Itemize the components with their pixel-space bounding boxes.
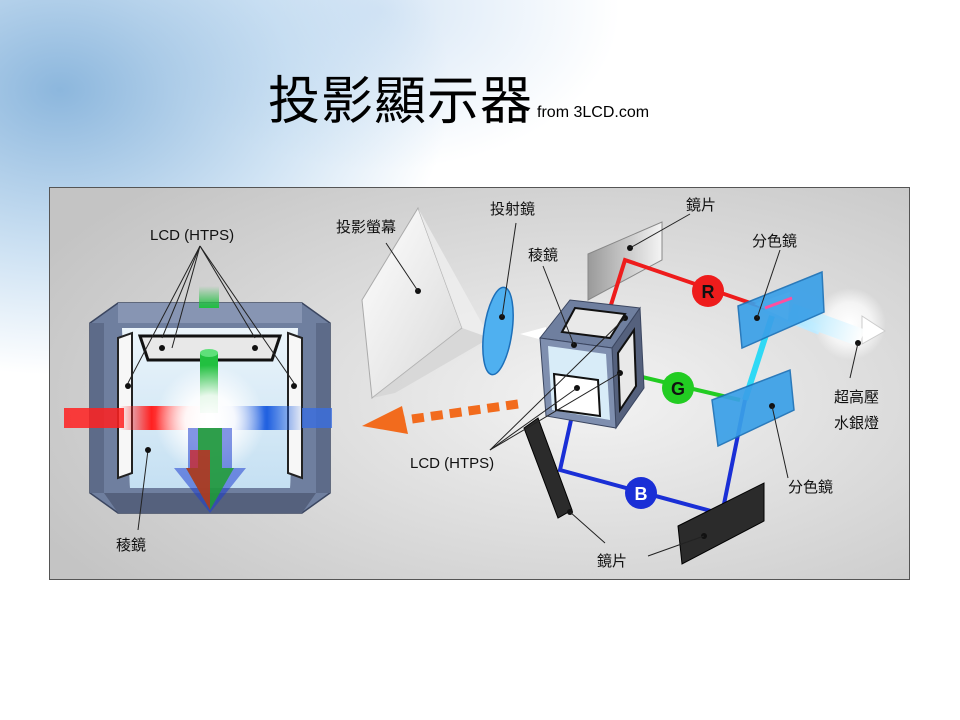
mirror-bottom-left xyxy=(523,417,573,519)
label-dichroic-bottom: 分色鏡 xyxy=(788,478,833,496)
prism-enlarged xyxy=(64,286,332,514)
channel-blue-label: B xyxy=(635,484,648,504)
label-prism-left: 稜鏡 xyxy=(116,536,146,554)
diagram-panel: LCD (HTPS) 稜鏡 投影螢幕 投射鏡 xyxy=(49,187,910,580)
projector-diagram: LCD (HTPS) 稜鏡 投影螢幕 投射鏡 xyxy=(64,196,886,570)
label-prism-center: 稜鏡 xyxy=(528,246,558,264)
channel-green: G xyxy=(662,372,694,404)
page-subtitle: from 3LCD.com xyxy=(537,104,650,121)
prism-cube xyxy=(539,299,645,430)
lcd-center-leaders xyxy=(489,317,626,451)
label-projection-lens: 投射鏡 xyxy=(490,200,535,218)
projection-output-arrow xyxy=(362,399,519,434)
label-mirror-bottom: 鏡片 xyxy=(597,552,627,570)
page-title: 投影顯示器 xyxy=(268,72,534,132)
channel-red-label: R xyxy=(702,282,715,302)
dichroic-mirror-bottom xyxy=(711,368,795,448)
label-dichroic-top: 分色鏡 xyxy=(752,232,797,250)
channel-green-label: G xyxy=(671,379,685,399)
mirror-bottom-right xyxy=(677,482,765,565)
title-block: 投影顯示器 from 3LCD.com xyxy=(268,62,649,132)
dichroic-mirror-top xyxy=(737,270,825,350)
label-screen: 投影螢幕 xyxy=(336,218,396,236)
projection-screen xyxy=(361,206,490,399)
label-lamp-line2: 水銀燈 xyxy=(834,414,879,432)
label-lcd-center: LCD (HTPS) xyxy=(410,455,494,472)
label-lcd-left: LCD (HTPS) xyxy=(150,227,234,244)
channel-red: R xyxy=(692,275,724,307)
label-mirror-top: 鏡片 xyxy=(686,196,716,214)
channel-blue: B xyxy=(625,477,657,509)
left-leaders xyxy=(127,245,295,531)
label-lamp-line1: 超高壓 xyxy=(834,388,879,406)
